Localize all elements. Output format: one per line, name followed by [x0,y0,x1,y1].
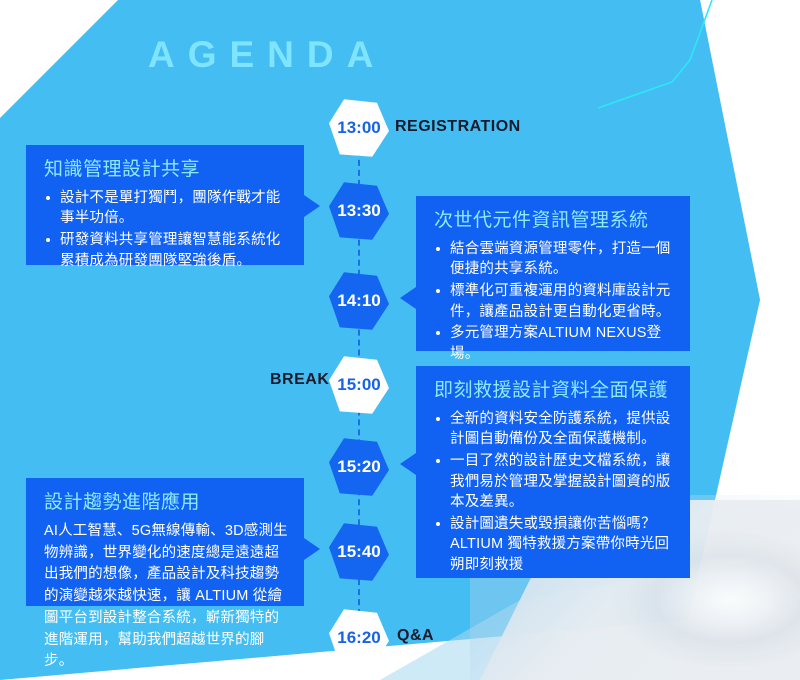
timeline-time-label: 13:00 [337,118,381,137]
card-pointer-design-trend-application [304,538,320,560]
card-heading: 次世代元件資訊管理系統 [434,210,649,231]
timeline-time-label: 13:30 [337,201,381,220]
card-knowledge-management[interactable]: 知識管理設計共享 設計不是單打獨鬥，團隊作戰才能事半功倍。 研發資料共享管理讓智… [26,145,304,269]
timeline-label-registration: REGISTRATION [395,118,521,135]
timeline-marker-1300[interactable]: 13:00 [329,99,389,157]
timeline-time-label: 16:20 [337,628,381,647]
card-bullet-list: 全新的資料安全防護系統，提供設計圖自動備份及全面保護機制。 一目了然的設計歷史文… [434,409,676,576]
card-bullet: 一目了然的設計歷史文檔系統，讓我們易於管理及掌握設計圖資的版本及差異。 [434,451,676,513]
card-design-data-protection[interactable]: 即刻救援設計資料全面保護 全新的資料安全防護系統，提供設計圖自動備份及全面保護機… [416,366,690,578]
card-bullet-list: 結合雲端資源管理零件，打造一個便捷的共享系統。 標準化可重複運用的資料庫設計元件… [434,239,676,364]
card-heading: 即刻救援設計資料全面保護 [434,380,669,401]
cyan-accent-line [597,0,713,109]
card-bullet: 設計圖遺失或毀損讓你苦惱嗎？ALTIUM 獨特救援方案帶你時光回朔即刻救援 [434,514,676,576]
card-pointer-design-data-protection [400,453,416,475]
card-component-info-system[interactable]: 次世代元件資訊管理系統 結合雲端資源管理零件，打造一個便捷的共享系統。 標準化可… [416,196,690,362]
card-pointer-component-info-system [400,287,416,309]
card-paragraph: AI人工智慧、5G無線傳輸、3D感測生物辨識，世界變化的速度總是遠遠超出我們的想… [44,522,288,670]
timeline-time-label: 14:10 [337,291,381,310]
card-bullet: 多元管理方案ALTIUM NEXUS登場。 [434,323,676,364]
timeline-label-qa: Q&A [397,627,435,644]
card-heading: 設計趨勢進階應用 [44,492,201,513]
card-bullet-list: 設計不是單打獨鬥，團隊作戰才能事半功倍。 研發資料共享管理讓智慧能系統化累積成為… [44,188,290,271]
timeline-time-label: 15:20 [337,457,381,476]
timeline-time-label: 15:40 [337,542,381,561]
timeline-label-break: BREAK [270,371,330,388]
card-design-trend-application[interactable]: 設計趨勢進階應用 AI人工智慧、5G無線傳輸、3D感測生物辨識，世界變化的速度總… [26,478,304,669]
card-bullet: 結合雲端資源管理零件，打造一個便捷的共享系統。 [434,239,676,280]
blue-wedge-right [640,0,760,430]
card-bullet: 標準化可重複運用的資料庫設計元件，讓產品設計更自動化更省時。 [434,281,676,322]
card-bullet: 全新的資料安全防護系統，提供設計圖自動備份及全面保護機制。 [434,409,676,450]
card-bullet: 研發資料共享管理讓智慧能系統化累積成為研發團隊堅強後盾。 [44,230,290,271]
card-pointer-knowledge-management [304,195,320,217]
card-bullet: 設計不是單打獨鬥，團隊作戰才能事半功倍。 [44,188,290,229]
timeline-time-label: 15:00 [337,375,381,394]
card-heading: 知識管理設計共享 [44,159,201,180]
page-title: AGENDA [148,34,387,75]
